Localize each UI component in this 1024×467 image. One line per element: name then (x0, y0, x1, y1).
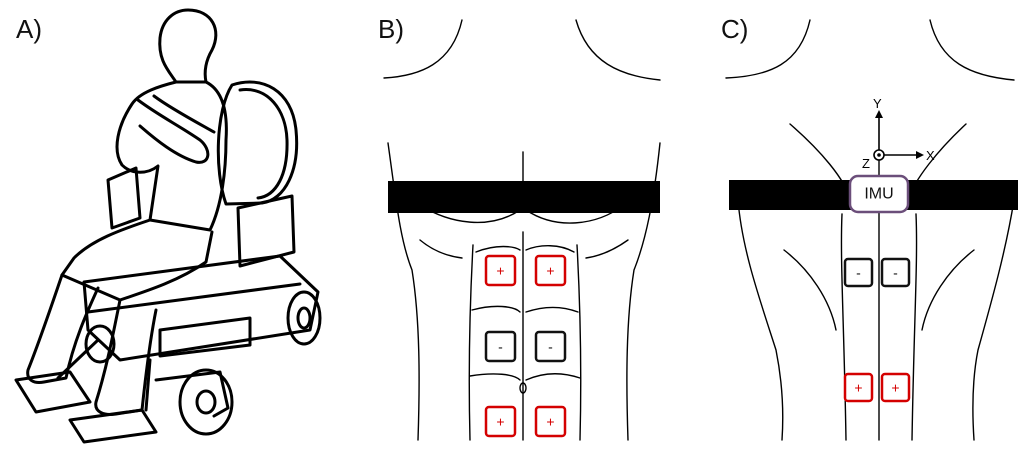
back-electrode-4: + (880, 372, 911, 403)
y-axis-label: Y (873, 96, 882, 111)
back-electrode-group: - - + + (843, 257, 911, 403)
back-electrode-2-sign: - (893, 265, 898, 281)
front-electrode-6: + (534, 405, 567, 438)
front-electrode-5: + (484, 405, 517, 438)
back-electrode-1-sign: - (856, 265, 861, 281)
x-axis-label: X (926, 148, 935, 163)
back-electrode-1: - (843, 257, 874, 288)
back-electrode-4-sign: + (891, 380, 899, 396)
imu-label: IMU (864, 186, 893, 203)
front-electrode-1: + (484, 254, 517, 287)
back-electrode-3-sign: + (854, 380, 862, 396)
front-electrode-4: - (534, 330, 567, 363)
front-electrode-1-sign: + (496, 263, 504, 279)
back-electrode-2: - (880, 257, 911, 288)
front-electrode-4-sign: - (548, 339, 553, 355)
panel-label-c: C) (721, 14, 749, 44)
panel-label-b: B) (378, 14, 404, 44)
front-electrode-3-sign: - (498, 339, 503, 355)
front-electrode-5-sign: + (496, 414, 504, 430)
imu-axes: Y X Z (862, 96, 935, 171)
z-axis-label: Z (862, 156, 870, 171)
back-electrode-3: + (843, 372, 874, 403)
front-electrode-6-sign: + (546, 414, 554, 430)
front-electrode-2-sign: + (546, 263, 554, 279)
wheelchair-illustration (14, 8, 322, 444)
front-torso-illustration (383, 19, 661, 441)
back-torso-illustration (725, 19, 1015, 441)
front-electrode-group: + + - - + + (484, 254, 567, 438)
imu-sensor: IMU (848, 174, 910, 214)
front-electrode-2: + (534, 254, 567, 287)
front-chest-strap (388, 181, 660, 213)
front-electrode-3: - (484, 330, 517, 363)
panel-label-a: A) (16, 14, 42, 44)
